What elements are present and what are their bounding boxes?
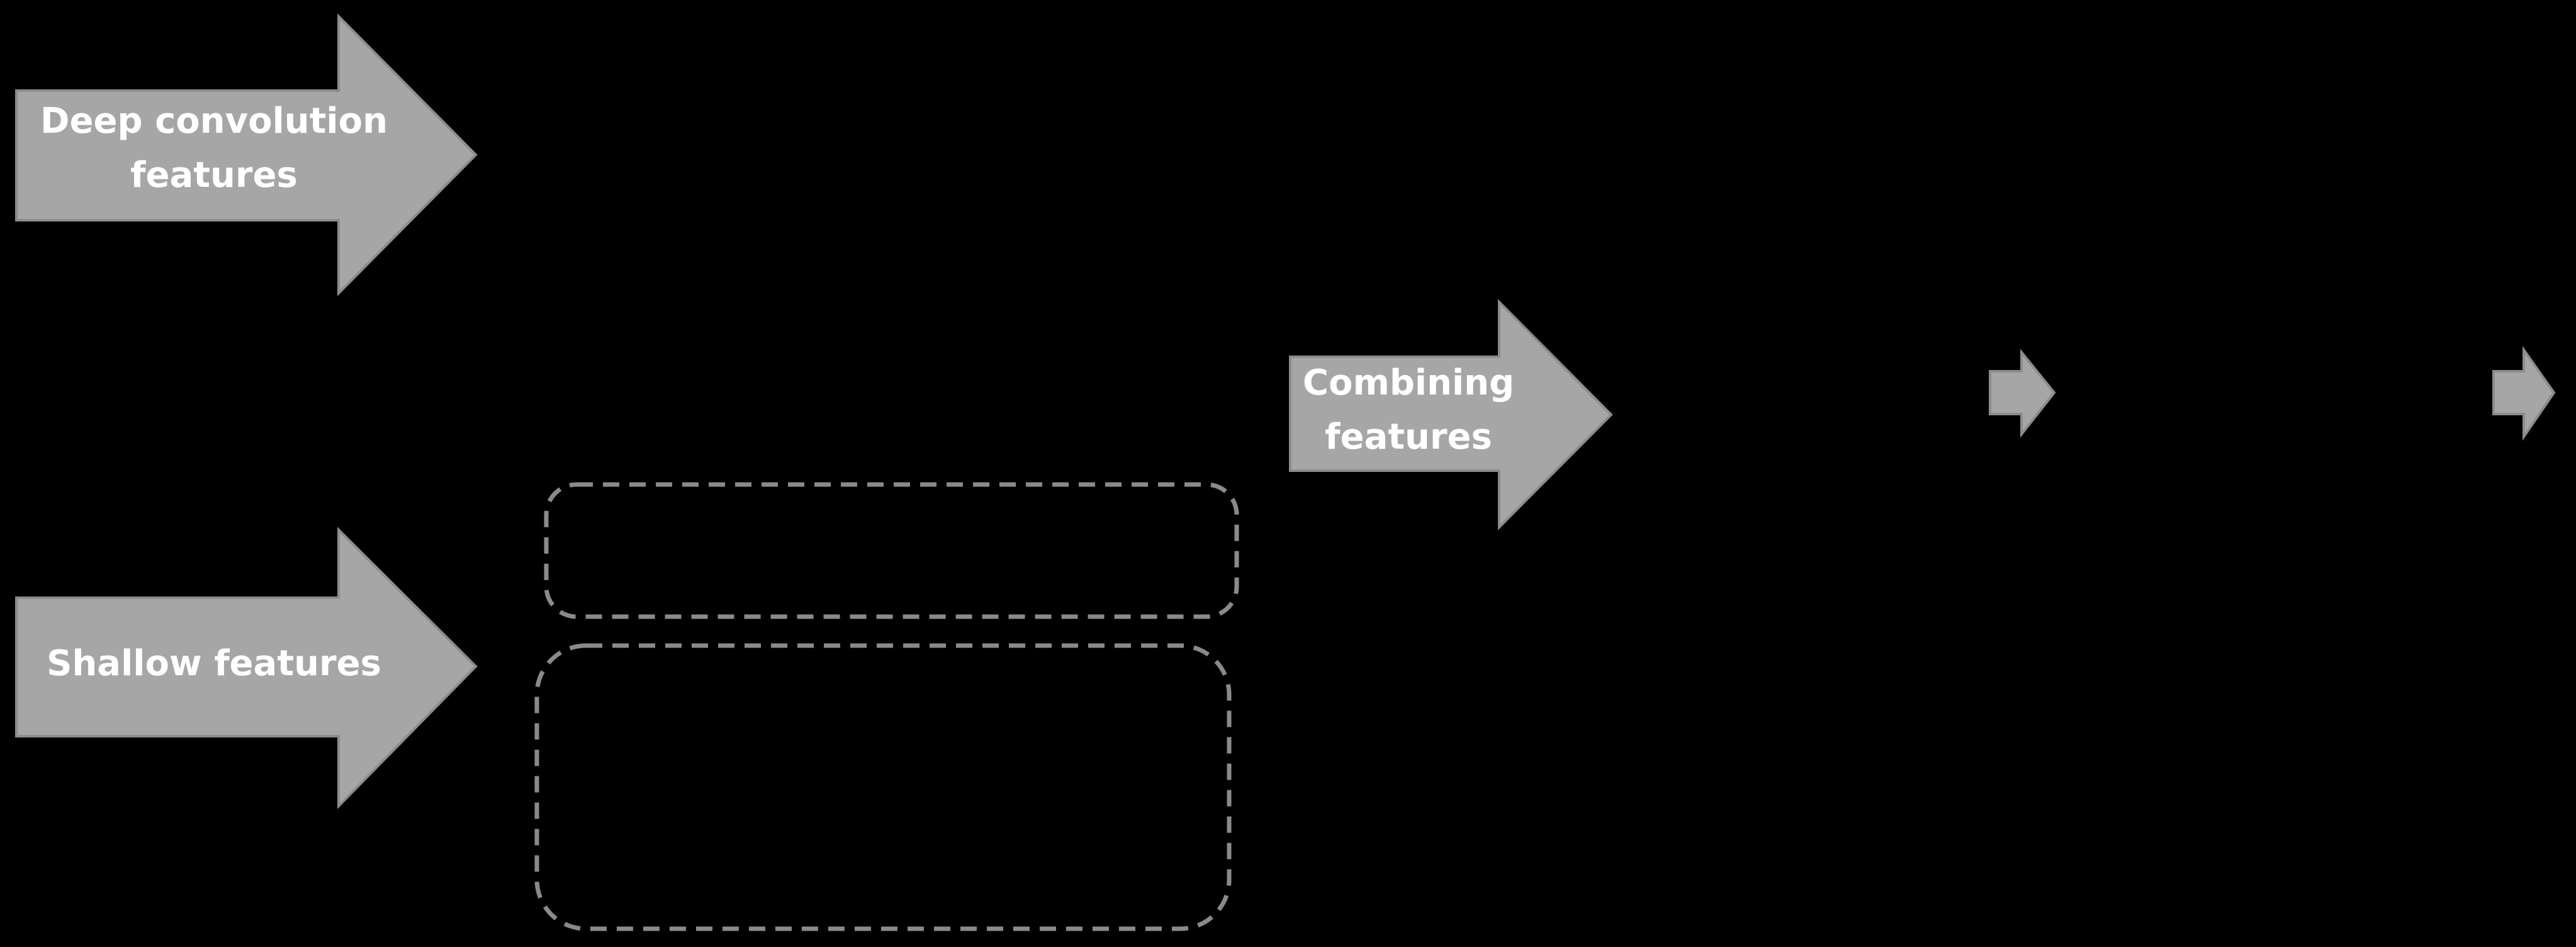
combining-features-arrow-shape [1289,299,1613,530]
upper-dashed-region [544,482,1239,619]
deep-features-arrow-shape [15,13,478,296]
shallow-features-arrow-shape [15,527,478,809]
lower-dashed-region [534,643,1232,931]
right-arrow-icon [2492,345,2556,441]
combining-features-label-line2: features [1325,417,1492,457]
deep-features-label-line2: features [130,155,298,196]
right-arrow-icon [1989,349,2056,438]
combining-features-label-line1: Combining [1303,362,1514,403]
shallow-features-label: Shallow features [47,643,381,684]
shallow-features-arrow: Shallow features [15,527,478,809]
combining-features-arrow: Combining features [1289,299,1613,530]
deep-features-arrow: Deep convolution features [15,13,478,296]
deep-features-label-line1: Deep convolution [40,101,388,142]
